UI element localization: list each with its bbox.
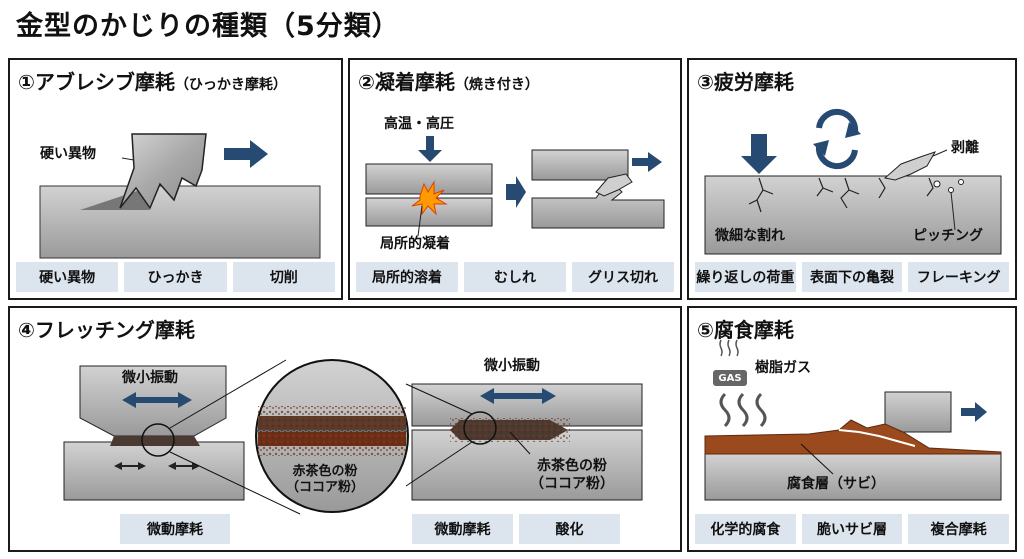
tag-item: フレーキング bbox=[908, 262, 1010, 292]
label-peeling: 剥離 bbox=[951, 140, 979, 156]
label-heat-pressure: 高温・高圧 bbox=[384, 116, 454, 132]
panel-title: ②凝着摩耗（焼き付き） bbox=[358, 70, 539, 94]
tag-row-left: 微動摩耗 bbox=[120, 514, 230, 544]
double-arrow-icon bbox=[122, 392, 192, 408]
rust-layer bbox=[704, 419, 1002, 455]
foreign-particle bbox=[119, 133, 207, 210]
panel-title: ⑤腐食摩耗 bbox=[697, 318, 794, 342]
arrow-down-icon bbox=[741, 134, 777, 174]
arrow-right-icon bbox=[224, 140, 268, 168]
panel-corrosive-wear: ⑤腐食摩耗 GAS 樹脂ガス 腐食層（サビ） 化学的腐食 脆いサビ層 複合摩耗 bbox=[687, 306, 1017, 552]
lower-plate bbox=[365, 197, 493, 227]
cycle-arrows-icon bbox=[815, 108, 859, 170]
tag-item: 微動摩耗 bbox=[412, 514, 513, 544]
tag-row-right: 微動摩耗 酸化 bbox=[412, 514, 620, 544]
tag-row: 硬い異物 ひっかき 切削 bbox=[16, 262, 335, 292]
fume-lines-icon bbox=[719, 392, 767, 428]
panel-title: ③疲労摩耗 bbox=[697, 70, 794, 94]
base-plate bbox=[39, 185, 321, 259]
small-double-arrow-icon bbox=[168, 462, 200, 470]
label-micro-vibration-left: 微小振動 bbox=[122, 370, 178, 386]
label-pitting: ピッチング bbox=[913, 228, 983, 244]
pitting-holes bbox=[933, 179, 964, 193]
lower-plate bbox=[63, 441, 245, 501]
arrow-down-icon bbox=[418, 136, 442, 162]
adhesive-illustration bbox=[365, 136, 665, 237]
zoom-source-circle bbox=[141, 423, 175, 457]
fatigue-illustration bbox=[704, 108, 1002, 255]
panel-adhesive-wear: ②凝着摩耗（焼き付き） 高温・高圧 局所的凝着 局所的溶着 むしれ グリス切れ bbox=[348, 58, 682, 300]
gas-icon-label: GAS bbox=[718, 372, 742, 384]
spark-icon bbox=[411, 180, 448, 216]
tag-item: 酸化 bbox=[519, 514, 620, 544]
scratch-mark bbox=[80, 190, 150, 210]
corrosion-illustration bbox=[704, 339, 1002, 501]
label-rust-powder-right: 赤茶色の粉 （ココア粉） bbox=[530, 458, 614, 492]
panel-abrasive-wear: ①アブレシブ摩耗（ひっかき摩耗） 硬い異物 硬い異物 ひっかき 切削 bbox=[8, 58, 343, 300]
abrasive-illustration bbox=[39, 133, 321, 259]
arrow-right-icon bbox=[632, 152, 662, 172]
contact-debris bbox=[110, 436, 200, 446]
label-rust-layer: 腐食層（サビ） bbox=[787, 476, 885, 492]
page-title: 金型のかじりの種類（5分類） bbox=[16, 11, 400, 42]
gas-icon bbox=[713, 339, 747, 386]
adhered-fragment bbox=[595, 173, 633, 197]
base-plate bbox=[704, 453, 1002, 501]
tag-item: むしれ bbox=[464, 262, 566, 292]
label-rust-powder-center: 赤茶色の粉 （ココア粉） bbox=[286, 464, 365, 496]
sliding-block bbox=[884, 391, 952, 433]
tag-row: 局所的溶着 むしれ グリス切れ bbox=[356, 262, 674, 292]
label-resin-gas: 樹脂ガス bbox=[755, 360, 811, 376]
tag-item: 化学的腐食 bbox=[695, 514, 796, 544]
fretting-illustration bbox=[63, 359, 643, 515]
zoom-source-circle bbox=[463, 411, 497, 445]
label-micro-crack: 微細な割れ bbox=[715, 228, 785, 244]
panel-fretting-wear: ④フレッチング摩耗 微小振動 赤茶色の粉 （ココア粉） bbox=[8, 306, 682, 552]
tag-item: 微動摩耗 bbox=[120, 514, 230, 544]
tag-row: 化学的腐食 脆いサビ層 複合摩耗 bbox=[695, 514, 1010, 544]
arrow-right-icon bbox=[506, 176, 526, 208]
upper-plate-after bbox=[531, 149, 629, 181]
label-micro-vibration-right: 微小振動 bbox=[484, 358, 540, 374]
tag-item: 硬い異物 bbox=[16, 262, 119, 292]
tag-item: 局所的溶着 bbox=[356, 262, 458, 292]
tag-item: 脆いサビ層 bbox=[801, 514, 903, 544]
label-local-adhesion: 局所的凝着 bbox=[380, 236, 450, 252]
label-foreign-particle: 硬い異物 bbox=[40, 146, 96, 162]
tag-item: 複合摩耗 bbox=[908, 514, 1010, 544]
panel-title: ④フレッチング摩耗 bbox=[18, 318, 195, 342]
panel-fatigue-wear: ③疲労摩耗 剥離 微細な割れ ピッチング 繰り返しの荷重 表面下の亀裂 フレーキ… bbox=[687, 58, 1017, 300]
tag-item: 繰り返しの荷重 bbox=[695, 262, 796, 292]
arrow-right-icon bbox=[961, 402, 987, 422]
panel-title: ①アブレシブ摩耗（ひっかき摩耗） bbox=[18, 70, 287, 94]
double-arrow-icon bbox=[480, 388, 556, 404]
tag-item: グリス切れ bbox=[572, 262, 674, 292]
micro-crack bbox=[748, 177, 934, 213]
tag-row: 繰り返しの荷重 表面下の亀裂 フレーキング bbox=[695, 262, 1010, 292]
tag-item: 表面下の亀裂 bbox=[801, 262, 903, 292]
tag-item: ひっかき bbox=[124, 262, 227, 292]
peel-flake bbox=[883, 151, 937, 181]
small-double-arrow-icon bbox=[114, 462, 146, 470]
tag-item: 切削 bbox=[232, 262, 335, 292]
